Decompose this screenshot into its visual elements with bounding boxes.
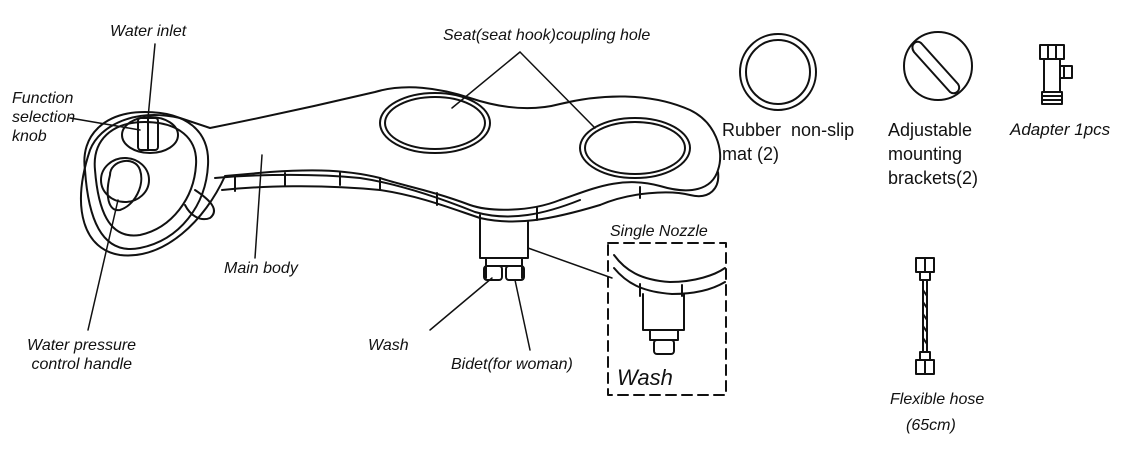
label-main-body: Main body <box>224 260 298 277</box>
flexible-hose-drawing <box>915 257 935 375</box>
label-single-nozzle-wash: Wash <box>617 365 673 390</box>
label-seat-coupling-hole: Seat(seat hook)coupling hole <box>443 27 651 44</box>
label-single-nozzle: Single Nozzle <box>610 223 708 240</box>
mounting-bracket-drawing <box>903 31 973 101</box>
label-rubber-mat: Rubber non-slip mat (2) <box>722 120 855 164</box>
label-flexible-hose: Flexible hose <box>890 391 985 408</box>
leader-lines <box>69 43 613 351</box>
seat-hole-left <box>379 92 491 154</box>
adapter-drawing <box>1039 44 1073 105</box>
label-function-selection-knob: Function selection knob <box>12 90 76 145</box>
label-adapter: Adapter 1pcs <box>1010 120 1111 139</box>
rubber-mat-drawing <box>739 33 817 111</box>
label-wash: Wash <box>368 337 409 354</box>
label-water-pressure-handle: Water pressure control handle <box>27 337 137 373</box>
label-water-inlet: Water inlet <box>110 23 187 40</box>
nozzle-block <box>479 214 529 281</box>
single-nozzle-drawing <box>613 254 726 355</box>
seat-hole-right <box>579 117 691 179</box>
single-nozzle-box <box>607 242 727 396</box>
label-hose-length: (65cm) <box>906 417 956 434</box>
main-bidet-body <box>80 86 722 257</box>
control-unit <box>83 111 215 250</box>
label-mounting-brackets: Adjustable mounting brackets(2) <box>888 120 979 188</box>
label-bidet: Bidet(for woman) <box>451 356 573 373</box>
